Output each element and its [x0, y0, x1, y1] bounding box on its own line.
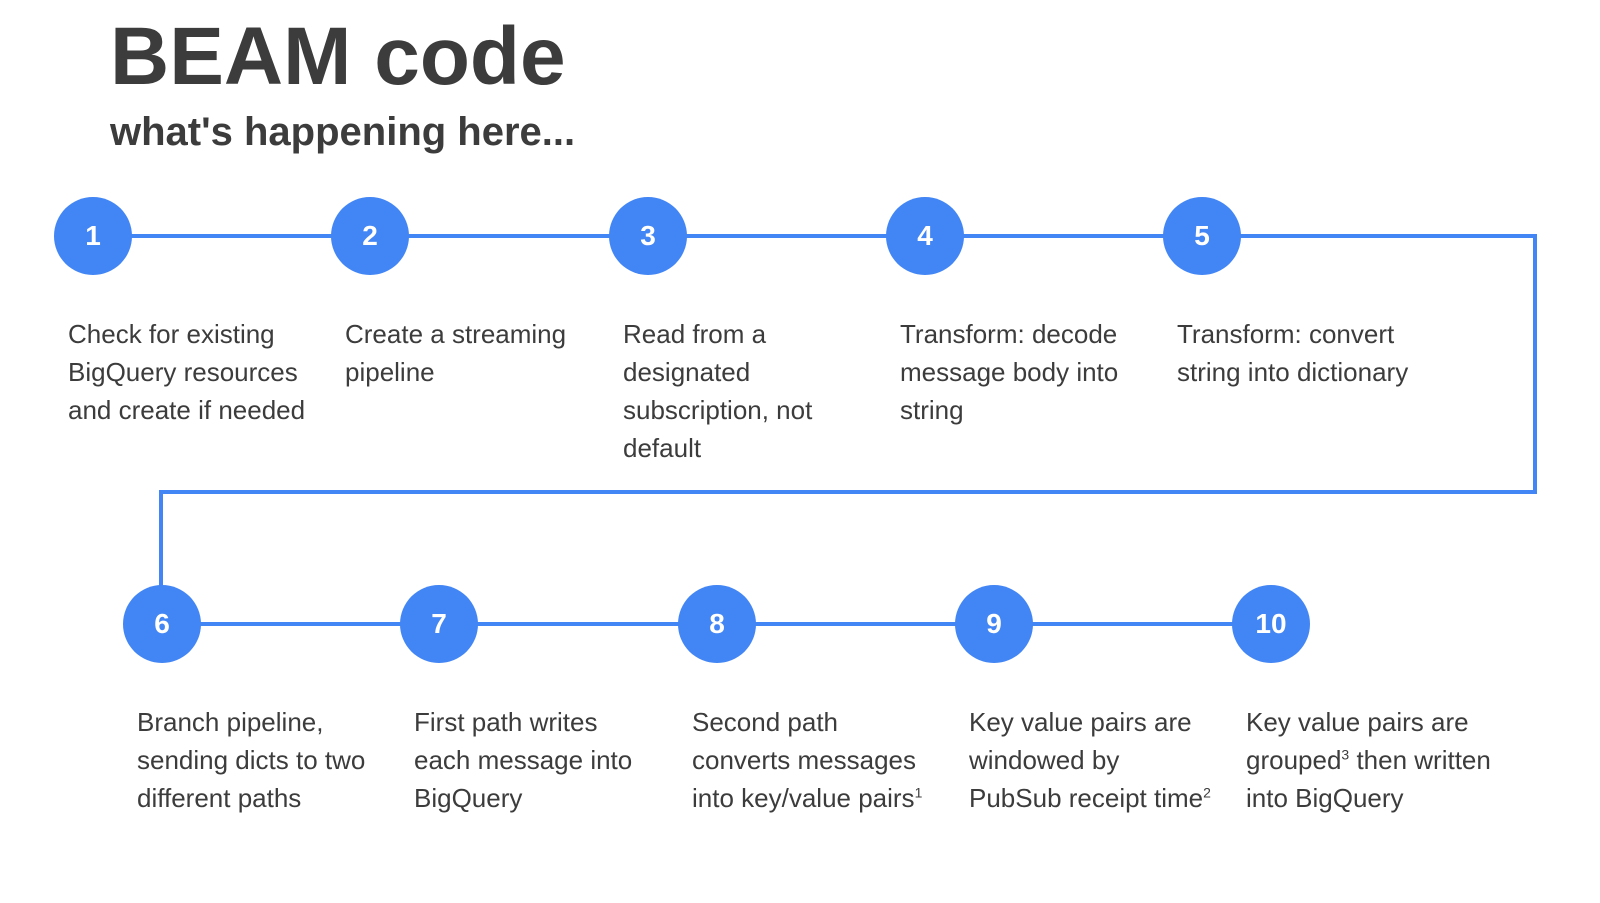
step-description-1: Check for existing BigQuery resources an…: [68, 315, 313, 429]
step-text-1: Check for existing BigQuery resources an…: [68, 319, 306, 425]
step-node-7: 7: [400, 585, 478, 663]
step-description-2: Create a streaming pipeline: [345, 315, 590, 391]
step-description-9: Key value pairs are windowed by PubSub r…: [969, 703, 1214, 817]
step-description-6: Branch pipeline, sending dicts to two di…: [137, 703, 382, 817]
step-text-9: Key value pairs are windowed by PubSub r…: [969, 707, 1204, 813]
step-text-3: Read from a designated subscription, not…: [623, 319, 813, 463]
flow-line-row-1: [92, 234, 1537, 624]
page-title: BEAM code: [110, 11, 566, 102]
step-node-4: 4: [886, 197, 964, 275]
step-node-10: 10: [1232, 585, 1310, 663]
step-text-7: First path writes each message into BigQ…: [414, 707, 633, 813]
footnote-marker-3: 3: [1341, 746, 1350, 763]
step-description-10: Key value pairs are grouped3 then writte…: [1246, 703, 1491, 817]
step-text-5: Transform: convert string into dictionar…: [1177, 319, 1409, 387]
step-node-8: 8: [678, 585, 756, 663]
step-text-10-after: then written into BigQuery: [1246, 745, 1491, 813]
step-node-9: 9: [955, 585, 1033, 663]
step-description-8: Second path converts messages into key/v…: [692, 703, 937, 817]
step-description-5: Transform: convert string into dictionar…: [1177, 315, 1422, 391]
step-node-2: 2: [331, 197, 409, 275]
step-text-2: Create a streaming pipeline: [345, 319, 567, 387]
step-description-4: Transform: decode message body into stri…: [900, 315, 1145, 429]
step-text-6: Branch pipeline, sending dicts to two di…: [137, 707, 366, 813]
step-node-3: 3: [609, 197, 687, 275]
page-subtitle: what's happening here...: [110, 110, 576, 154]
footnote-marker-1: 1: [914, 784, 923, 801]
step-node-5: 5: [1163, 197, 1241, 275]
step-text-10-before: Key value pairs are grouped: [1246, 707, 1469, 775]
step-description-3: Read from a designated subscription, not…: [623, 315, 868, 467]
footnote-marker-2: 2: [1203, 784, 1211, 801]
step-text-8: Second path converts messages into key/v…: [692, 707, 916, 813]
step-description-7: First path writes each message into BigQ…: [414, 703, 659, 817]
step-node-1: 1: [54, 197, 132, 275]
step-node-6: 6: [123, 585, 201, 663]
step-text-4: Transform: decode message body into stri…: [900, 319, 1119, 425]
